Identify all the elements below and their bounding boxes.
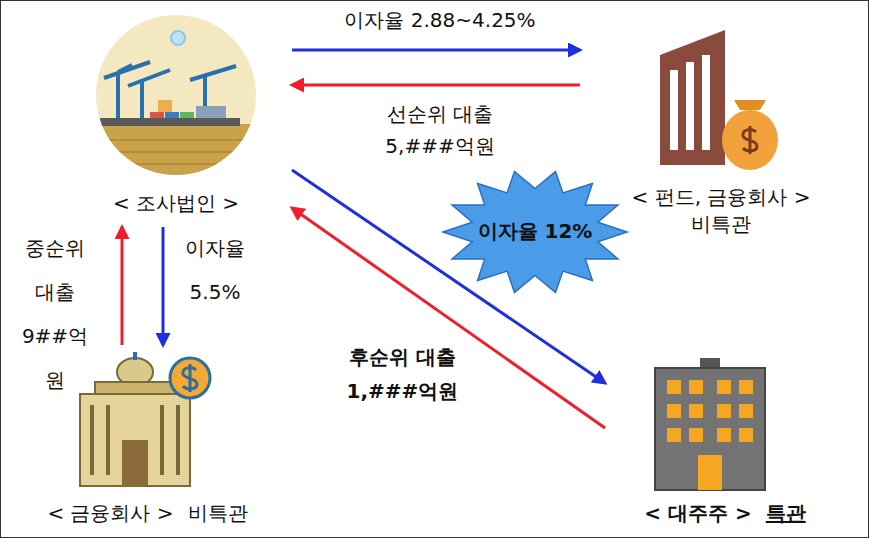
bag-neck	[734, 100, 766, 110]
node-label: 비특관	[691, 211, 751, 238]
waves	[96, 140, 256, 164]
container	[158, 100, 172, 112]
edge-label: 후순위 대출 1,###억원	[330, 340, 475, 408]
roof	[700, 358, 720, 368]
building	[655, 368, 765, 490]
coin	[170, 358, 210, 398]
money-bag	[722, 110, 778, 170]
quay	[100, 118, 240, 126]
edge-label: 이자율 2.88~4.25%	[335, 7, 545, 34]
entity-node: < 대주주 > 특관	[605, 355, 845, 533]
crane	[190, 66, 236, 125]
node-label: < 금융회사 >	[47, 500, 173, 527]
shareholder-building-icon	[655, 358, 765, 490]
parapet	[95, 382, 175, 394]
building	[660, 30, 725, 165]
entity-node: < 펀드, 금융회사 >비특관	[580, 20, 862, 248]
sea	[90, 124, 265, 184]
dollar-symbol	[183, 364, 197, 392]
door	[698, 455, 722, 490]
dollar-symbol	[743, 126, 757, 154]
node-label: 특관	[766, 500, 806, 527]
edge-label: 이자율 12%	[460, 218, 610, 245]
node-label: 비특관	[188, 500, 248, 527]
building	[80, 394, 190, 486]
crane	[104, 62, 170, 125]
fund-building-icon	[660, 30, 778, 170]
flow-arrow	[292, 49, 580, 52]
node-label: < 조사법인 >	[113, 190, 239, 217]
window	[686, 62, 694, 150]
sky	[90, 10, 265, 185]
flow-arrow	[292, 84, 580, 87]
starburst	[443, 172, 627, 293]
bank-building-icon	[80, 352, 210, 486]
window	[702, 55, 710, 150]
sun	[171, 31, 185, 45]
node-label: < 대주주 >	[644, 500, 751, 527]
port-illustration	[90, 10, 265, 185]
flow-arrow	[162, 227, 165, 345]
windows	[667, 380, 753, 442]
door	[122, 440, 148, 486]
antenna	[133, 352, 137, 360]
node-label: < 펀드, 금융회사 >	[632, 184, 811, 211]
entity-node: < 조사법인 >	[60, 15, 292, 227]
starburst-shape	[443, 172, 627, 293]
edge-label: 선순위 대출 5,###억원	[375, 98, 505, 162]
edge-label: 중순위 대출 9##억원	[12, 226, 98, 402]
window	[670, 70, 678, 150]
flow-arrow	[121, 227, 124, 345]
edge-label: 이자율 5.5%	[175, 226, 255, 314]
